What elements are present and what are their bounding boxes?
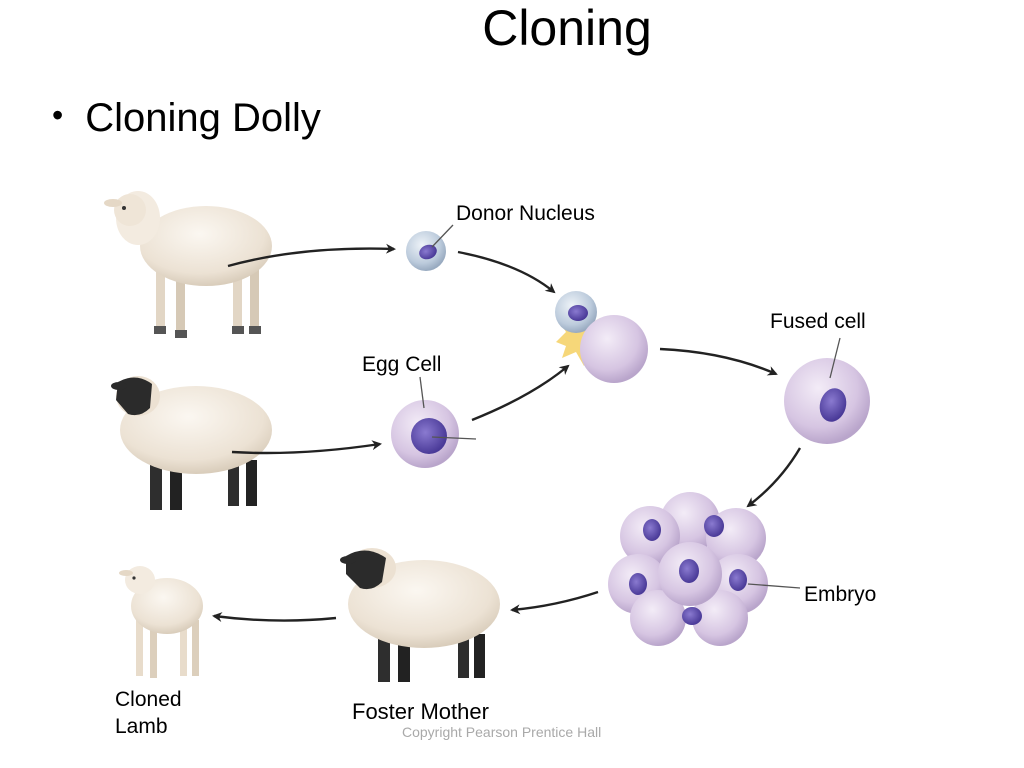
label-cloned-lamb: Cloned Lamb	[115, 686, 205, 740]
arrow-fused-to-embryo	[746, 447, 802, 508]
bullet-item: • Cloning Dolly	[52, 92, 321, 144]
arrow-sheep-to-egg-cell	[231, 440, 382, 455]
fused-cell	[784, 358, 870, 444]
fused-cell-pointer	[829, 337, 841, 379]
egg-cell	[391, 400, 459, 468]
bullet-text: Cloning Dolly	[85, 96, 321, 140]
bullet-dot-icon: •	[52, 97, 64, 133]
egg-cell-nucleus-pointer	[431, 436, 477, 440]
arrow-embryo-to-foster	[510, 590, 599, 615]
arrow-fusion-to-fused	[659, 347, 778, 376]
egg-cell-pointer	[419, 376, 425, 409]
foster-mother-sheep-icon	[340, 548, 500, 682]
arrow-donor-to-fusion	[457, 250, 556, 294]
label-embryo: Embryo	[804, 583, 877, 606]
white-faced-sheep-icon	[104, 191, 272, 338]
fusion-cells	[555, 291, 648, 383]
lamb-icon	[119, 566, 203, 678]
label-egg-cell: Egg Cell	[362, 353, 442, 376]
donor-cell	[406, 231, 446, 271]
embryo-cluster	[608, 492, 768, 646]
arrow-sheep-to-donor-cell	[227, 243, 396, 268]
donor-nucleus-pointer	[431, 224, 454, 248]
black-faced-sheep-icon	[111, 376, 272, 510]
slide-title: Cloning	[482, 0, 652, 56]
label-donor-nucleus: Donor Nucleus	[456, 202, 595, 225]
label-cloned-lamb-line2: Lamb	[115, 715, 168, 738]
label-foster-mother: Foster Mother	[352, 699, 489, 724]
copyright-notice: Copyright Pearson Prentice Hall	[402, 724, 602, 740]
arrow-foster-to-lamb	[212, 612, 337, 622]
embryo-pointer	[747, 583, 801, 589]
label-cloned-lamb-line1: Cloned	[115, 688, 182, 711]
label-fused-cell: Fused cell	[770, 310, 866, 333]
arrow-egg-to-fusion	[471, 364, 570, 422]
